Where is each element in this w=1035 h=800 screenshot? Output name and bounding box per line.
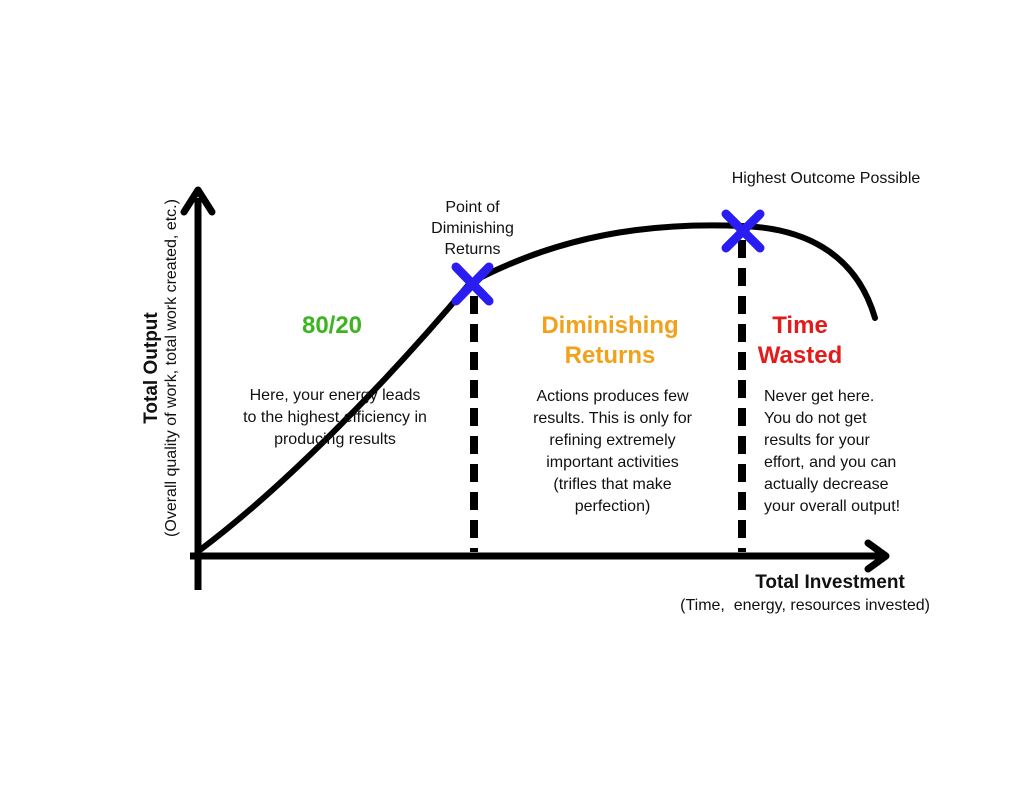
pareto-zone-text: Here, your energy leads to the highest e… bbox=[243, 387, 427, 448]
x-axis-title: Total Investment bbox=[755, 572, 905, 593]
wasted-zone-text: Never get here. You do not get results f… bbox=[764, 388, 901, 515]
point-of-diminishing-returns-label: Point of Diminishing Returns bbox=[431, 199, 514, 258]
wasted-zone-title: Time Wasted bbox=[757, 312, 843, 369]
highest-outcome-marker bbox=[721, 209, 765, 253]
y-axis-subtitle: (Overall quality of work, total work cre… bbox=[163, 199, 180, 537]
y-axis-title: Total Output bbox=[141, 312, 162, 424]
y-axis-labels: Total Output (Overall quality of work, t… bbox=[141, 158, 201, 578]
highest-outcome-label: Highest Outcome Possible bbox=[731, 170, 921, 187]
diminishing-returns-marker bbox=[451, 262, 494, 306]
pareto-zone-title: 80/20 bbox=[301, 312, 363, 339]
x-axis-subtitle: (Time, energy, resources invested) bbox=[680, 597, 930, 614]
x-axis-arrowhead bbox=[864, 539, 890, 573]
output-curve bbox=[197, 222, 878, 553]
y-axis-arrowhead bbox=[180, 186, 216, 216]
diminishing-zone-text: Actions produces few results. This is on… bbox=[533, 388, 692, 515]
diminishing-zone-title: Diminishing Returns bbox=[541, 312, 679, 369]
